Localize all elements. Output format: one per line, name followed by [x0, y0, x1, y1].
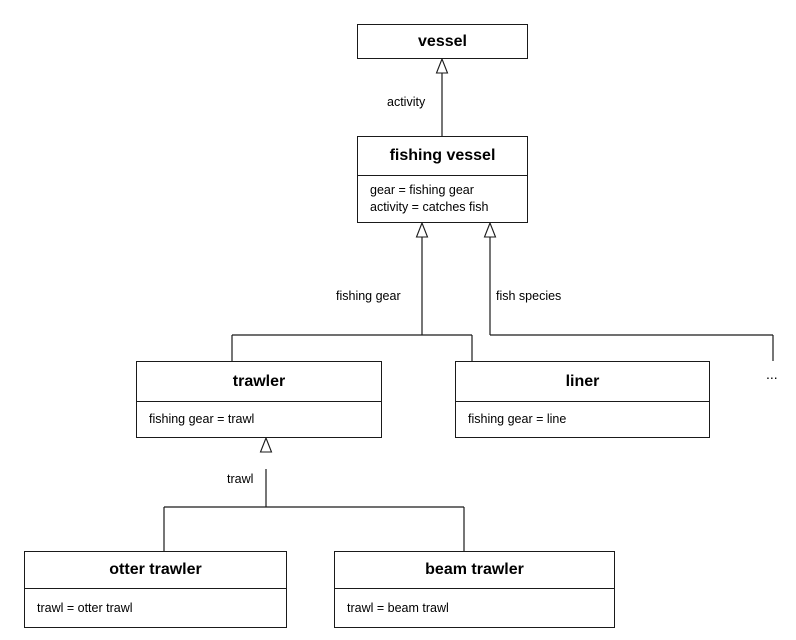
node-vessel-title: vessel — [418, 32, 467, 50]
edge-label-activity: activity — [387, 95, 426, 109]
node-trawler-title: trawler — [232, 372, 286, 390]
edge-label-fish-species: fish species — [496, 289, 562, 303]
node-liner-attributes: fishing gear = line — [456, 401, 709, 437]
node-otter-trawler: otter trawler trawl = otter trawl — [24, 551, 287, 628]
ellipsis-more-subclasses: ... — [766, 366, 778, 382]
inheritance-arrowhead — [435, 57, 449, 74]
node-beam-trawler-attributes: trawl = beam trawl — [335, 588, 614, 627]
attribute-gear: gear = fishing gear — [370, 183, 474, 197]
node-fishing-vessel-attributes: gear = fishing gear activity = catches f… — [358, 175, 527, 222]
node-beam-trawler-title: beam trawler — [425, 561, 524, 578]
attribute-trawl: trawl = beam trawl — [347, 600, 449, 615]
node-otter-trawler-attributes: trawl = otter trawl — [25, 588, 286, 627]
inheritance-arrowhead — [415, 221, 429, 238]
attribute-fishing-gear: fishing gear = line — [468, 412, 567, 426]
attribute-activity: activity = catches fish — [370, 200, 489, 214]
node-beam-trawler: beam trawler trawl = beam trawl — [334, 551, 615, 628]
node-fishing-vessel: fishing vessel gear = fishing gear activ… — [357, 136, 528, 223]
node-trawler: trawler fishing gear = trawl — [136, 361, 382, 438]
node-otter-trawler-title: otter trawler — [109, 561, 202, 578]
edge-label-trawl: trawl — [227, 472, 254, 486]
inheritance-arrowhead — [259, 436, 273, 453]
inheritance-arrowhead — [483, 221, 497, 238]
node-trawler-attributes: fishing gear = trawl — [137, 401, 381, 437]
node-liner-title: liner — [565, 372, 600, 390]
node-fishing-vessel-title: fishing vessel — [389, 147, 496, 164]
node-liner: liner fishing gear = line — [455, 361, 710, 438]
attribute-trawl: trawl = otter trawl — [37, 600, 133, 615]
node-vessel: vessel — [357, 24, 528, 59]
attribute-fishing-gear: fishing gear = trawl — [149, 412, 255, 426]
edge-label-fishing-gear: fishing gear — [336, 289, 401, 303]
